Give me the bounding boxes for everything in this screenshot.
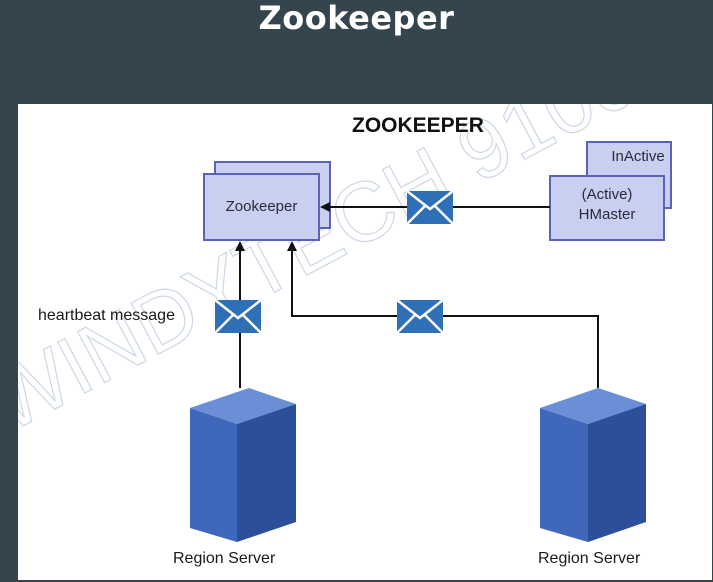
- diagram-panel: WINDYTECH 9100479: [18, 104, 712, 580]
- server-icon: [540, 388, 646, 542]
- heartbeat-label: heartbeat message: [38, 307, 175, 324]
- diagram-title: ZOOKEEPER: [352, 114, 484, 137]
- right-server-to-zookeeper-arrow: [287, 241, 599, 388]
- hmaster-active-label-line2: HMaster: [578, 206, 636, 223]
- hmaster-active-node: [549, 175, 665, 241]
- hmaster-inactive-label: InActive: [611, 148, 665, 165]
- envelope-icon: [406, 190, 454, 225]
- hmaster-active-label-line1: (Active): [581, 186, 633, 203]
- zookeeper-node: [203, 173, 320, 241]
- region-server-label: Region Server: [173, 550, 276, 567]
- envelope-icon: [214, 299, 262, 334]
- diagram-canvas: WINDYTECH 9100479: [18, 104, 712, 542]
- server-icon: [190, 388, 296, 542]
- region-server-label: Region Server: [538, 550, 641, 567]
- envelope-icon: [396, 299, 444, 334]
- zookeeper-node-label: Zookeeper: [225, 198, 298, 215]
- page-title: Zookeeper: [258, 0, 455, 37]
